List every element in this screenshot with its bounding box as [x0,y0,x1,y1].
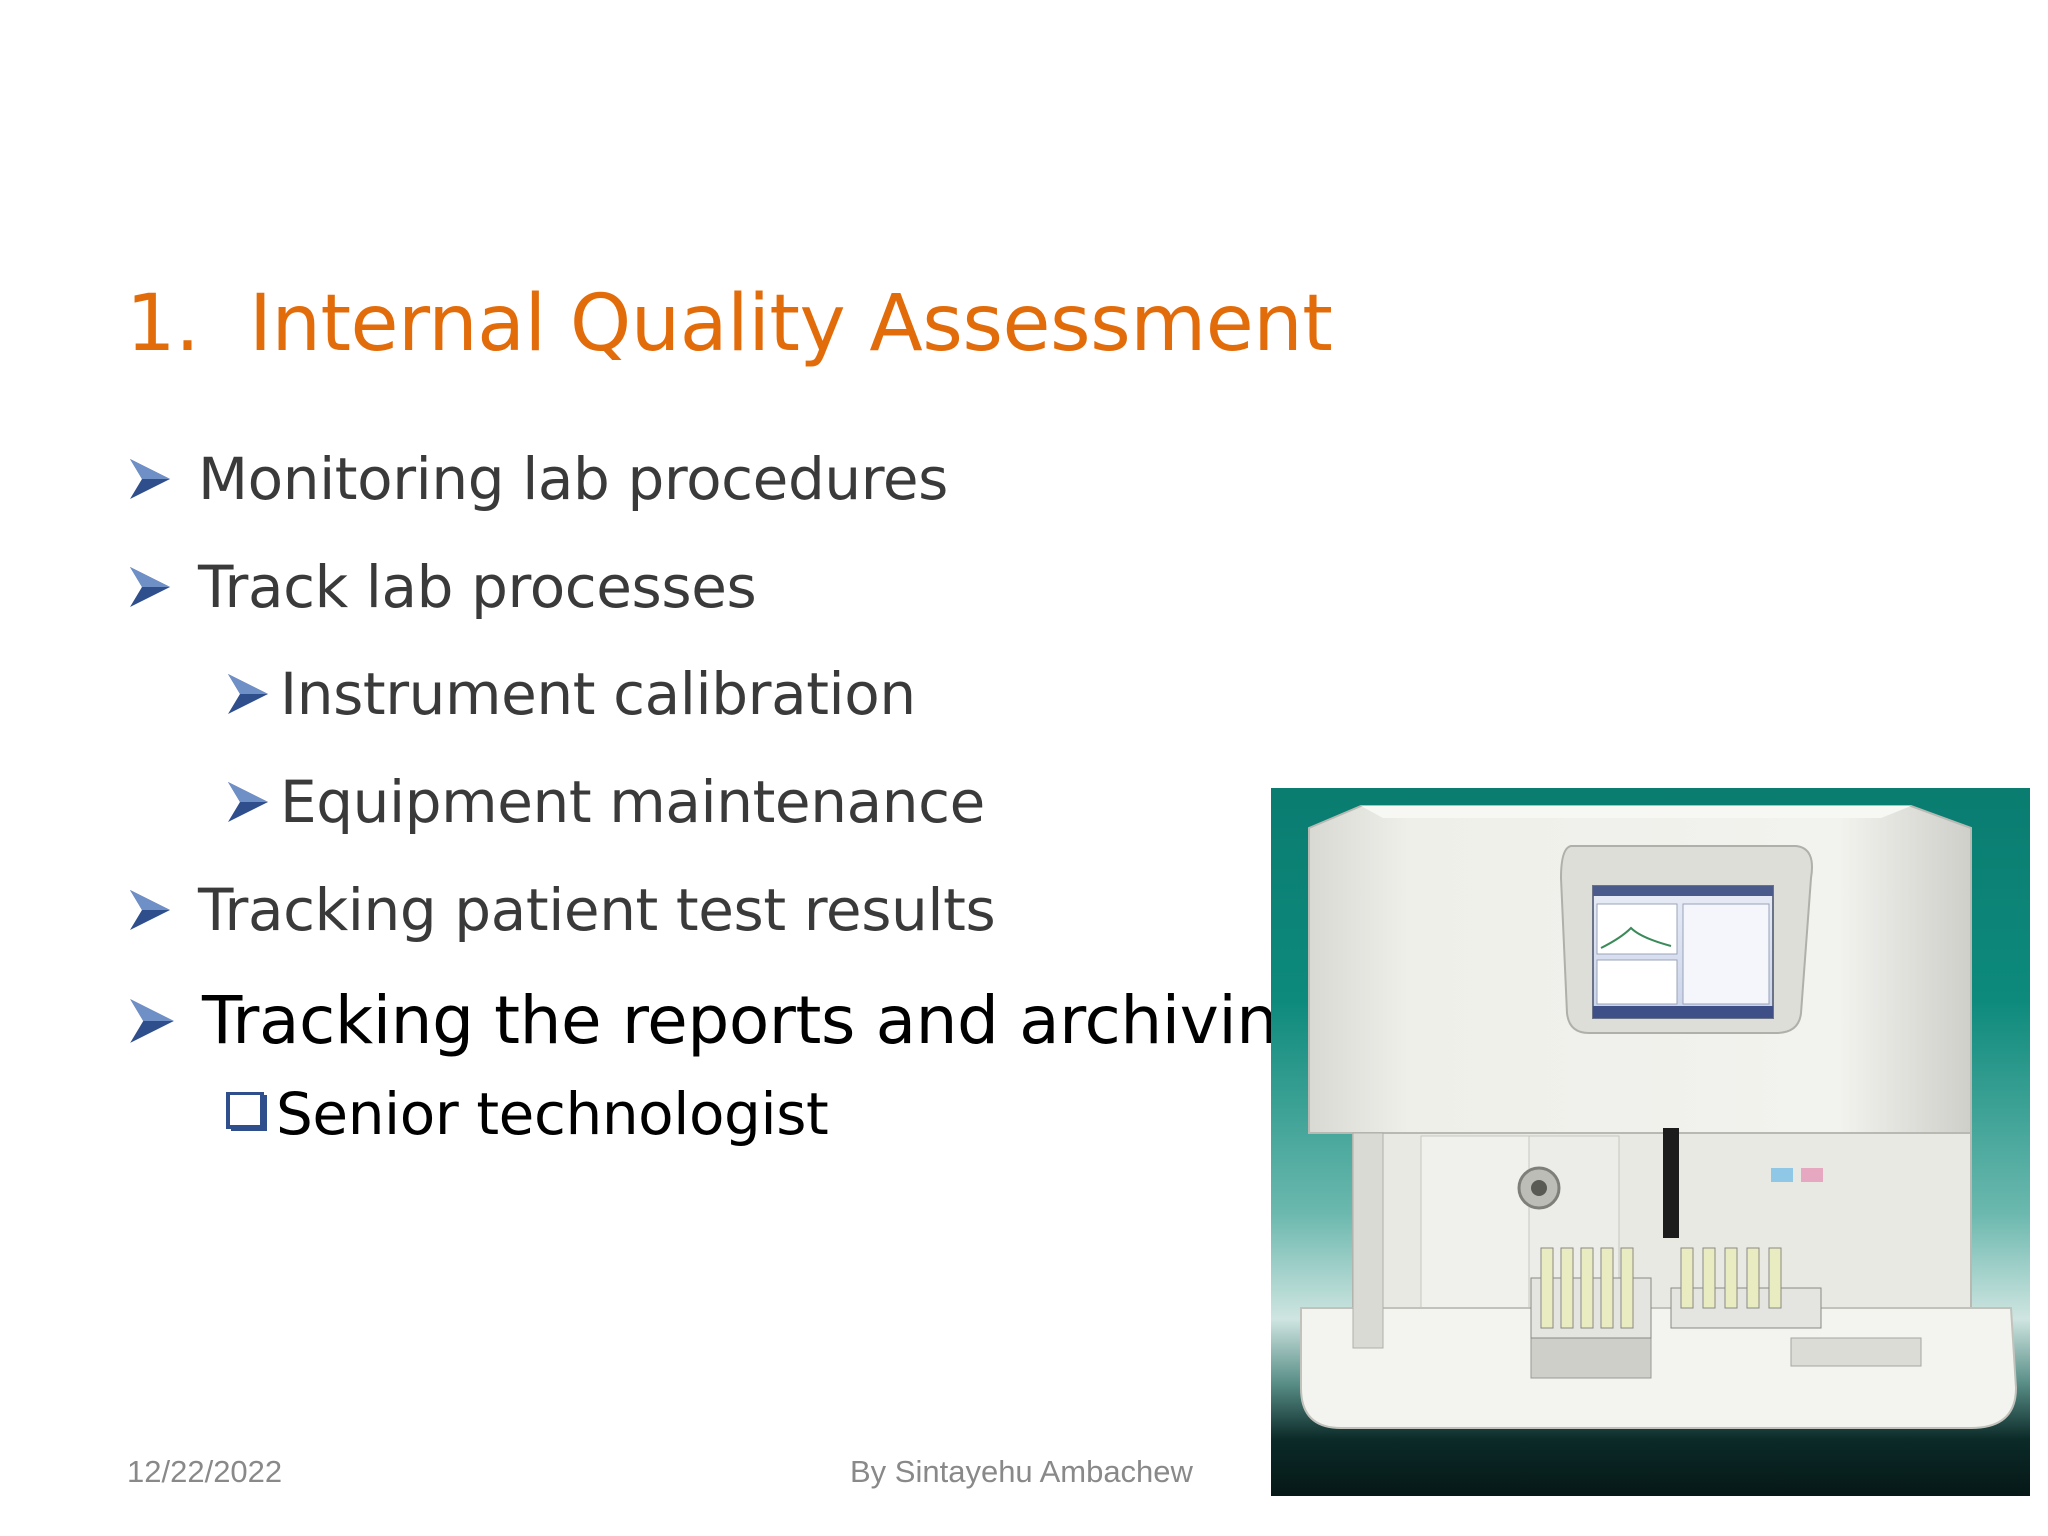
bullet-item: Tracking the reports and archiving [128,982,1320,1059]
bullet-item: Tracking patient test results [128,876,996,944]
title-text: Internal Quality Assessment [249,279,1333,369]
bullet-text: Track lab processes [198,553,757,621]
bullet-text: Equipment maintenance [280,768,985,836]
arrowhead-icon [228,782,268,822]
bullet-text: Monitoring lab procedures [198,445,949,513]
tube-rack [1530,1247,1652,1339]
footer-date: 12/22/2022 [127,1454,283,1489]
lab-analyzer-photo [1271,788,2030,1496]
bullet-text: Tracking the reports and archiving [202,982,1320,1059]
lab-analyzer-illustration [1300,805,2018,1429]
sub-bullet-item: Instrument calibration [226,660,916,728]
bullet-text: Senior technologist [276,1080,829,1148]
bullet-item: Track lab processes [128,553,757,621]
footer-author: By Sintayehu Ambachew [850,1454,1193,1489]
arrowhead-icon [130,890,170,930]
title-number: 1. [126,279,200,369]
bullet-text: Tracking patient test results [198,876,996,944]
sub-bullet-item: Senior technologist [226,1080,829,1148]
bullet-item: Monitoring lab procedures [128,445,948,513]
checkbox-icon [226,1092,267,1131]
arrowhead-icon [130,998,174,1043]
sub-bullet-item: Equipment maintenance [226,768,985,836]
arrowhead-icon [130,459,170,499]
slide-title: 1. Internal Quality Assessment [126,279,1333,369]
bullet-text: Instrument calibration [280,660,916,728]
tube-rack [1670,1247,1822,1329]
arrowhead-icon [130,567,170,607]
arrowhead-icon [228,674,268,714]
